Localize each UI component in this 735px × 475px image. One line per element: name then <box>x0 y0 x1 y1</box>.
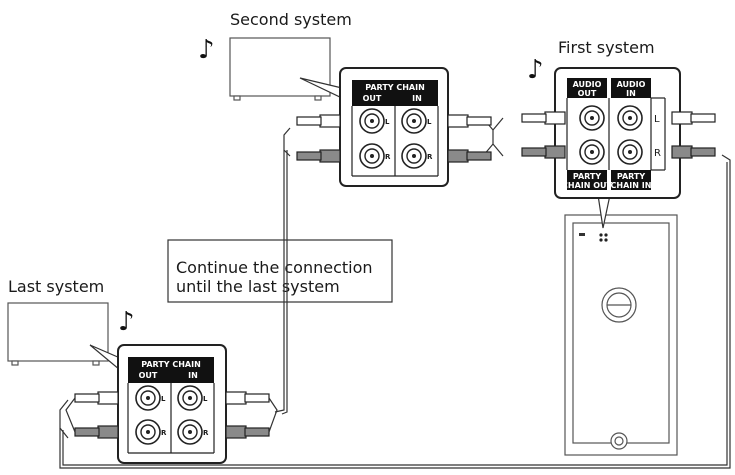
svg-text:OUT: OUT <box>139 371 158 380</box>
svg-text:PARTY: PARTY <box>617 172 646 181</box>
svg-text:OUT: OUT <box>363 94 382 103</box>
rca-plug-icon <box>296 114 492 163</box>
svg-text:R: R <box>161 429 167 437</box>
rca-plug-icon <box>521 111 716 159</box>
svg-text:CHAIN IN: CHAIN IN <box>611 181 652 190</box>
svg-text:OUT: OUT <box>578 89 597 98</box>
second-system-device <box>229 37 331 101</box>
first-system-tower <box>564 214 678 456</box>
first-system-panel: AUDIO OUT AUDIO IN PARTY CHAIN OUT PARTY… <box>554 67 681 199</box>
first-system-label: First system <box>558 38 655 57</box>
svg-text:CHAIN OUT: CHAIN OUT <box>562 181 613 190</box>
second-system-label: Second system <box>230 10 352 29</box>
callout-box <box>167 239 393 303</box>
last-system-device <box>7 302 109 366</box>
svg-text:R: R <box>203 429 209 437</box>
svg-text:R: R <box>385 153 391 161</box>
callout-line2: until the last system <box>176 277 340 296</box>
svg-text:R: R <box>427 153 433 161</box>
music-note-icon: ♪ <box>118 307 135 337</box>
rca-plug-icon <box>74 391 270 439</box>
svg-text:IN: IN <box>626 89 636 98</box>
music-note-icon: ♪ <box>527 55 544 85</box>
second-system-panel: PARTY CHAIN OUT IN L L R R <box>339 67 449 187</box>
svg-text:L: L <box>427 118 432 126</box>
last-system-panel: PARTY CHAIN OUT IN L L R R <box>117 344 227 464</box>
svg-text:IN: IN <box>412 94 422 103</box>
svg-text:L: L <box>161 395 166 403</box>
svg-text:L: L <box>654 114 660 125</box>
svg-text:L: L <box>203 395 208 403</box>
callout-line1: Continue the connection <box>176 258 373 277</box>
svg-text:AUDIO: AUDIO <box>617 80 646 89</box>
svg-text:IN: IN <box>188 371 198 380</box>
svg-text:PARTY CHAIN: PARTY CHAIN <box>141 360 201 369</box>
music-note-icon: ♪ <box>198 35 215 65</box>
svg-text:R: R <box>654 148 661 159</box>
last-system-label: Last system <box>8 277 104 296</box>
svg-text:PARTY: PARTY <box>573 172 602 181</box>
svg-text:L: L <box>385 118 390 126</box>
svg-text:PARTY CHAIN: PARTY CHAIN <box>365 83 425 92</box>
svg-text:AUDIO: AUDIO <box>573 80 602 89</box>
